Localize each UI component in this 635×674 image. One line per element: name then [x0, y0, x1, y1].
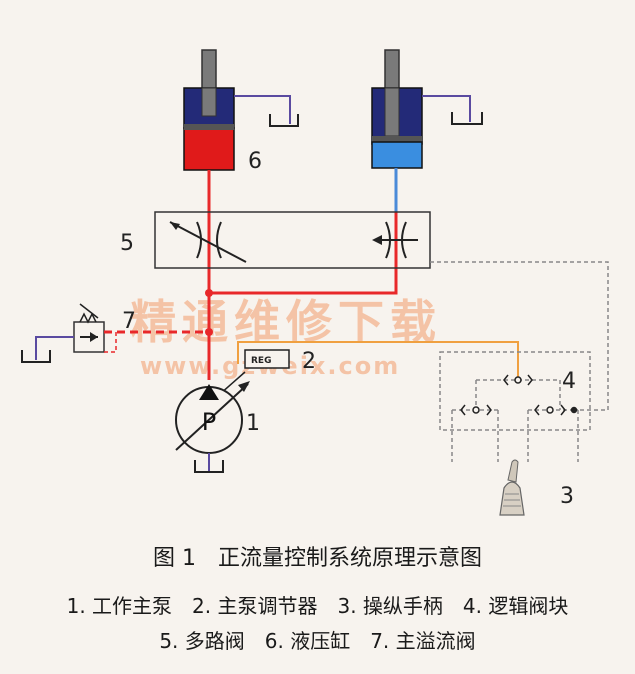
label-joystick: 3: [560, 484, 574, 509]
legend-line-2: 5. 多路阀 6. 液压缸 7. 主溢流阀: [159, 629, 476, 653]
label-logic-block: 4: [562, 369, 576, 394]
hydraulic-schematic: 精通维修下载 www.gzweix.com: [21, 49, 609, 516]
label-relief-valve: 7: [122, 309, 136, 334]
figure-title: 图 1 正流量控制系统原理示意图: [153, 546, 482, 571]
shuttle-valves: [460, 374, 578, 416]
label-multi-way-valve: 5: [120, 231, 134, 256]
joystick-handle: [499, 459, 525, 516]
multi-way-valve: [154, 211, 609, 411]
label-regulator: 2: [302, 349, 316, 374]
main-relief-valve: [21, 303, 205, 363]
legend-line-1: 1. 工作主泵 2. 主泵调节器 3. 操纵手柄 4. 逻辑阀块: [66, 594, 569, 618]
label-cylinder: 6: [248, 149, 262, 174]
label-main-pump: 1: [246, 411, 260, 436]
cylinder-left: [183, 49, 299, 171]
pump-symbol-letter: P: [202, 408, 216, 436]
main-pump: P: [175, 381, 250, 473]
watermark-text: 精通维修下载: [130, 295, 442, 349]
reg-label: REG: [251, 356, 271, 366]
cylinder-right: [371, 49, 483, 169]
